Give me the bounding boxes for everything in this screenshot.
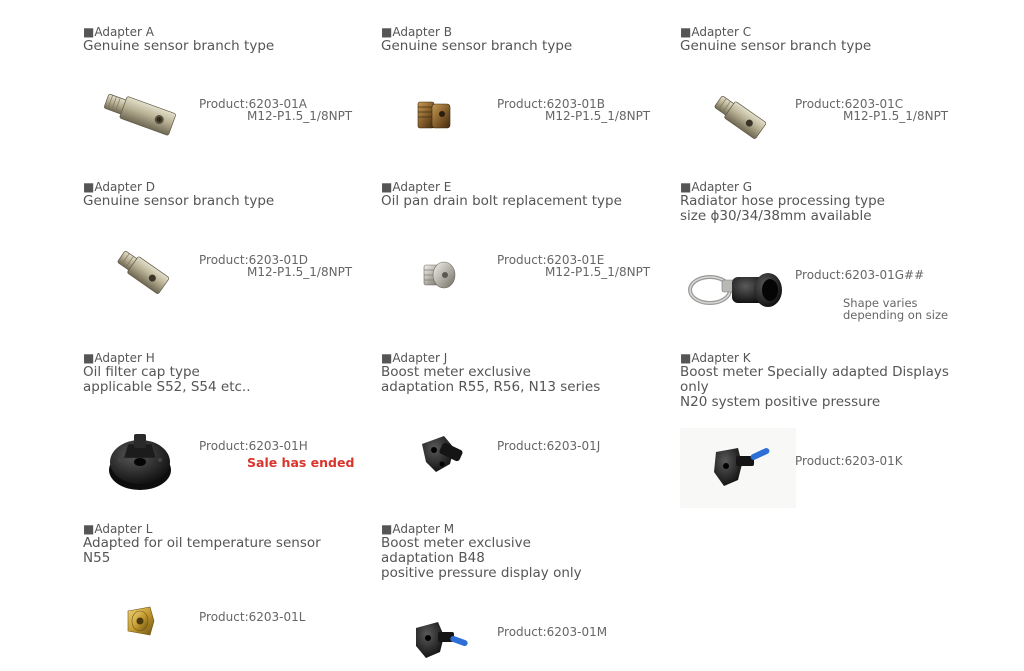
adapter-description: Genuine sensor branch type — [83, 38, 275, 54]
shape-note: Shape varies depending on size — [843, 296, 949, 322]
product-info: Product:6203-01J — [497, 440, 600, 452]
adapter-card-c: ■Adapter C Genuine sensor branch type — [680, 25, 970, 54]
boost-valve-adapter-icon[interactable] — [410, 608, 474, 666]
adapter-description: Boost meter exclusive adaptation B48 pos… — [381, 535, 582, 581]
oil-filter-cap-icon[interactable] — [106, 428, 174, 498]
product-code: Product:6203-01H — [199, 439, 308, 453]
adapter-card-d: ■Adapter D Genuine sensor branch type — [83, 180, 373, 209]
adapter-card-b: ■Adapter B Genuine sensor branch type — [381, 25, 671, 54]
adapter-name: ■Adapter J — [381, 351, 448, 365]
short-branch-adapter-icon[interactable] — [412, 94, 458, 142]
adapter-name: ■Adapter M — [381, 522, 455, 536]
sale-ended-label: Sale has ended — [247, 455, 355, 470]
adapter-card-k: ■Adapter K Boost meter Specially adapted… — [680, 351, 970, 410]
product-code: Product:6203-01B — [497, 97, 605, 111]
adapter-name: ■Adapter C — [680, 25, 752, 39]
product-info: Product:6203-01D M12-P1.5_1/8NPT — [199, 254, 352, 278]
adapter-description: Radiator hose processing type size ϕ30/3… — [680, 193, 885, 224]
product-info: Product:6203-01L — [199, 611, 305, 623]
product-info: Product:6203-01K — [795, 455, 903, 467]
adapter-description: Genuine sensor branch type — [680, 38, 872, 54]
adapter-name: ■Adapter G — [680, 180, 753, 194]
product-code: Product:6203-01E — [497, 253, 605, 267]
product-info: Product:6203-01C M12-P1.5_1/8NPT — [795, 98, 948, 122]
adapter-description: Adapted for oil temperature sensor N55 — [83, 535, 321, 566]
adapter-name: ■Adapter L — [83, 522, 153, 536]
product-info: Product:6203-01H — [199, 440, 308, 452]
adapter-card-g: ■Adapter G Radiator hose processing type… — [680, 180, 970, 224]
adapter-name: ■Adapter D — [83, 180, 155, 194]
adapter-description: Genuine sensor branch type — [83, 193, 275, 209]
product-info: Product:6203-01A M12-P1.5_1/8NPT — [199, 98, 352, 122]
adapter-description: Boost meter Specially adapted Displays o… — [680, 364, 949, 410]
product-code: Product:6203-01M — [497, 625, 608, 639]
adapter-card-a: ■Adapter A Genuine sensor branch type — [83, 25, 373, 54]
branch-adapter-icon[interactable] — [113, 243, 173, 309]
product-code: Product:6203-01G## — [795, 268, 925, 282]
boost-valve-adapter-icon[interactable] — [680, 428, 796, 512]
branch-adapter-icon[interactable] — [710, 88, 770, 154]
drain-bolt-icon[interactable] — [418, 255, 460, 299]
sensor-branch-adapter-icon[interactable] — [100, 84, 182, 148]
product-code: Product:6203-01A — [199, 97, 307, 111]
adapter-card-e: ■Adapter E Oil pan drain bolt replacemen… — [381, 180, 671, 209]
adapter-name: ■Adapter A — [83, 25, 154, 39]
adapter-card-h: ■Adapter H Oil filter cap type applicabl… — [83, 351, 373, 395]
product-code: Product:6203-01J — [497, 439, 601, 453]
product-code: Product:6203-01C — [795, 97, 904, 111]
thread-spec: M12-P1.5_1/8NPT — [843, 109, 949, 123]
product-code: Product:6203-01D — [199, 253, 308, 267]
brass-fitting-icon[interactable] — [120, 601, 160, 645]
thread-spec: M12-P1.5_1/8NPT — [545, 265, 651, 279]
adapter-card-m: ■Adapter M Boost meter exclusive adaptat… — [381, 522, 671, 581]
product-code: Product:6203-01L — [199, 610, 306, 624]
adapter-description: Genuine sensor branch type — [381, 38, 573, 54]
product-info: Product:6203-01G## — [795, 269, 924, 281]
hose-adapter-icon[interactable] — [682, 256, 792, 326]
adapter-description: Boost meter exclusive adaptation R55, R5… — [381, 364, 601, 395]
adapter-name: ■Adapter E — [381, 180, 452, 194]
adapter-description: Oil pan drain bolt replacement type — [381, 193, 622, 209]
adapter-name: ■Adapter B — [381, 25, 452, 39]
product-code: Product:6203-01K — [795, 454, 903, 468]
adapter-name: ■Adapter H — [83, 351, 155, 365]
product-info: Product:6203-01B M12-P1.5_1/8NPT — [497, 98, 650, 122]
adapter-card-j: ■Adapter J Boost meter exclusive adaptat… — [381, 351, 671, 395]
thread-spec: M12-P1.5_1/8NPT — [247, 265, 353, 279]
thread-spec: M12-P1.5_1/8NPT — [247, 109, 353, 123]
thread-spec: M12-P1.5_1/8NPT — [545, 109, 651, 123]
product-info: Product:6203-01E M12-P1.5_1/8NPT — [497, 254, 650, 278]
product-info: Product:6203-01M — [497, 626, 607, 638]
boost-adapter-icon[interactable] — [414, 430, 468, 482]
adapter-description: Oil filter cap type applicable S52, S54 … — [83, 364, 251, 395]
adapter-name: ■Adapter K — [680, 351, 751, 365]
adapter-card-l: ■Adapter L Adapted for oil temperature s… — [83, 522, 373, 566]
